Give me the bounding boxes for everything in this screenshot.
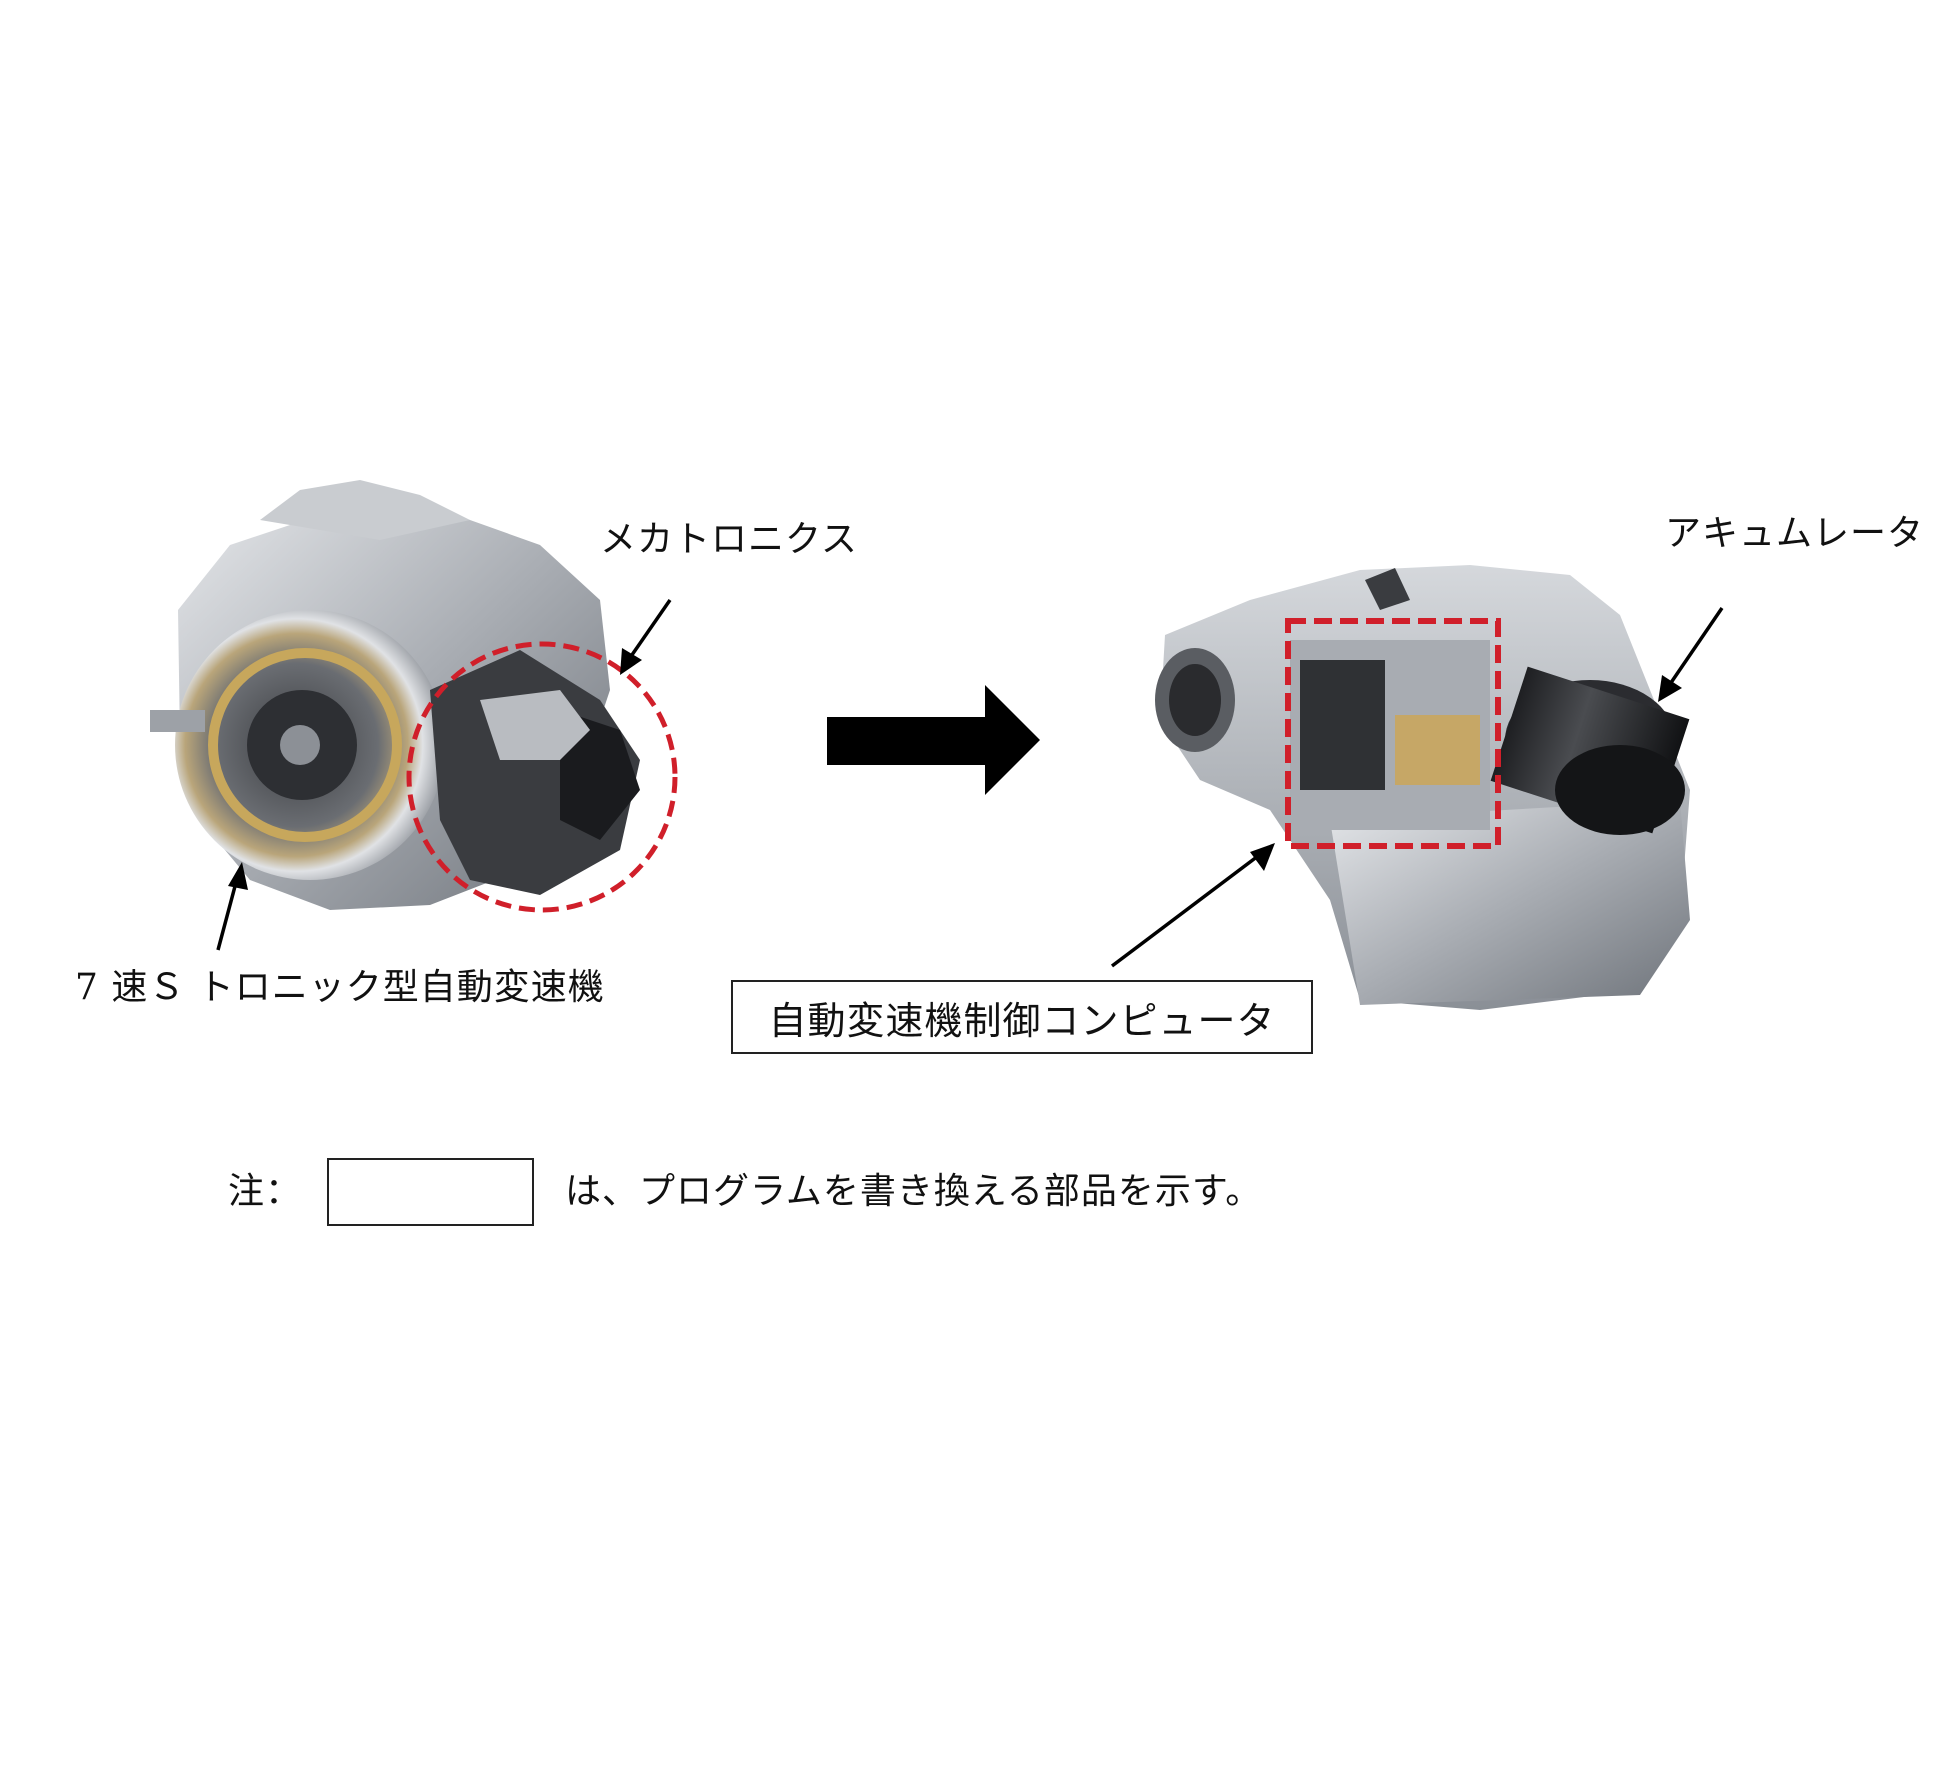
tcu-label-text: 自動変速機制御コンピュータ <box>768 998 1276 1043</box>
transmission-photo <box>150 480 640 910</box>
mechatronics-label: メカトロニクス <box>600 519 858 560</box>
note-prefix: 注： <box>228 1171 303 1212</box>
pointer-arrow-icon <box>216 862 248 951</box>
pointer-arrow-icon <box>1658 607 1724 702</box>
tcu-label: 自動変速機制御コンピュータ <box>731 980 1313 1054</box>
note-text: は、プログラムを書き換える部品を示す。 <box>565 1171 1263 1212</box>
flow-arrow-icon <box>827 685 1040 795</box>
note-legend-box <box>327 1158 534 1226</box>
accumulator-label: アキュムレータ <box>1665 513 1925 554</box>
mechatronics-highlight-circle <box>406 641 678 913</box>
transmission-label: 7 速Ｓ トロニック型自動変速機 <box>75 967 605 1008</box>
pointer-arrow-icon <box>1110 843 1275 968</box>
mechatronics-photo <box>1155 565 1690 1010</box>
tcu-highlight-rect <box>1285 618 1501 849</box>
pointer-arrow-icon <box>620 599 672 675</box>
